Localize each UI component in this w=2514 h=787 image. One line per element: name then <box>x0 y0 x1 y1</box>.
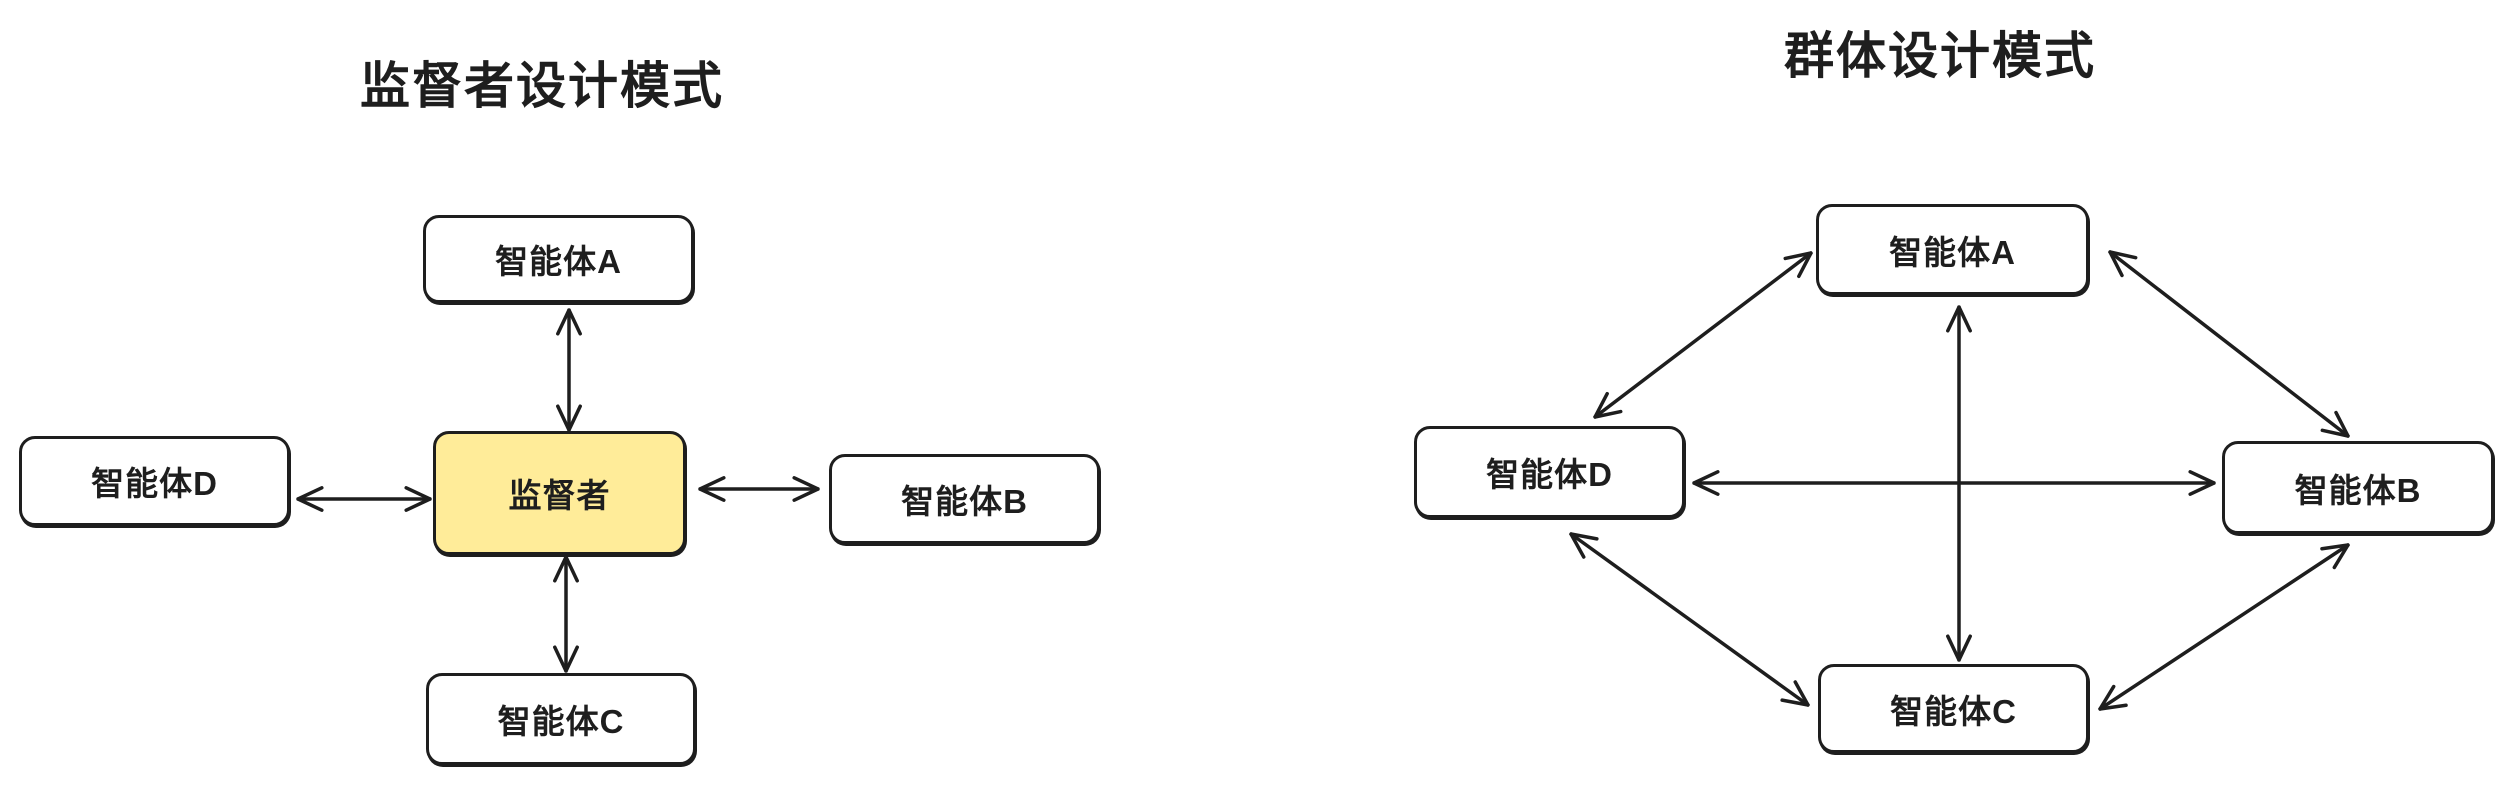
arrow-swarm-d-c <box>1569 532 1810 707</box>
swarm-agent-b-node: 智能体B <box>2222 441 2494 534</box>
supervisor-agent-a-node: 智能体A <box>423 215 694 303</box>
arrow-swarm-c-b <box>2098 543 2350 711</box>
swarm-agent-c-node: 智能体C <box>1818 664 2089 753</box>
arrow-swarm-a-d <box>1593 251 1813 419</box>
supervisor-agent-c-node: 智能体C <box>426 673 696 765</box>
swarm-agent-a-node: 智能体A <box>1816 204 2089 295</box>
arrow-swarm-a-b <box>2108 250 2350 438</box>
supervisor-agent-d-node: 智能体D <box>19 436 290 526</box>
supervisor-pattern-title: 监督者设计模式 <box>360 58 724 114</box>
supervisor-node: 监督者 <box>433 431 686 555</box>
swarm-agent-d-node: 智能体D <box>1414 426 1685 518</box>
supervisor-agent-b-node: 智能体B <box>829 454 1100 544</box>
swarm-pattern-title: 群体设计模式 <box>1784 28 2096 84</box>
